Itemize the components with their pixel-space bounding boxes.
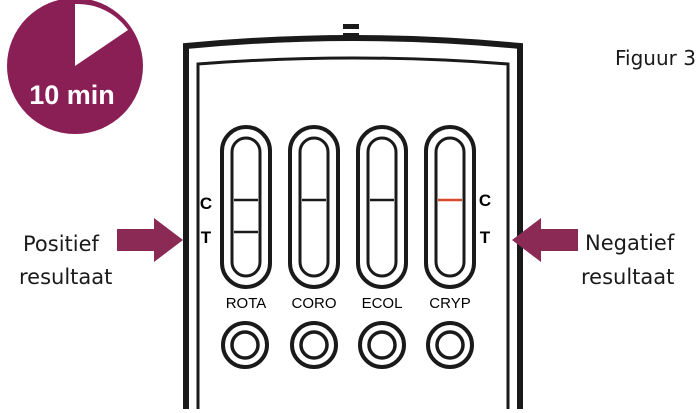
strip-name-ecol: ECOL bbox=[362, 295, 403, 312]
positive-result-label-2: resultaat bbox=[19, 265, 113, 289]
cassette-notch bbox=[343, 24, 359, 29]
arrow-left-icon bbox=[512, 218, 578, 262]
sample-well-ecol bbox=[358, 321, 406, 369]
arrow-right-icon bbox=[117, 218, 183, 262]
test-strip-cryp bbox=[424, 125, 476, 289]
timer-badge: 10 min bbox=[7, 0, 143, 134]
strip-name-cryp: CRYP bbox=[429, 295, 470, 312]
play-icon bbox=[77, 8, 112, 44]
test-strip-rota bbox=[220, 125, 272, 289]
left-test-marker: T bbox=[201, 228, 212, 247]
test-strip-coro bbox=[288, 125, 340, 289]
positive-result-label: Positief bbox=[23, 232, 99, 256]
sample-well-cryp bbox=[426, 321, 474, 369]
sample-well-rota bbox=[221, 321, 269, 369]
test-strip-ecol bbox=[356, 125, 408, 289]
figure-label: Figuur 3 bbox=[615, 46, 696, 70]
sample-well-coro bbox=[290, 321, 338, 369]
timer-text: 10 min bbox=[29, 80, 115, 110]
left-control-marker: C bbox=[200, 194, 212, 213]
strip-name-rota: ROTA bbox=[226, 295, 267, 312]
negative-result-label: Negatief bbox=[585, 231, 675, 255]
right-test-marker: T bbox=[480, 228, 491, 247]
strip-name-coro: CORO bbox=[292, 295, 337, 312]
negative-result-label-2: resultaat bbox=[581, 265, 675, 289]
right-control-marker: C bbox=[479, 191, 491, 210]
